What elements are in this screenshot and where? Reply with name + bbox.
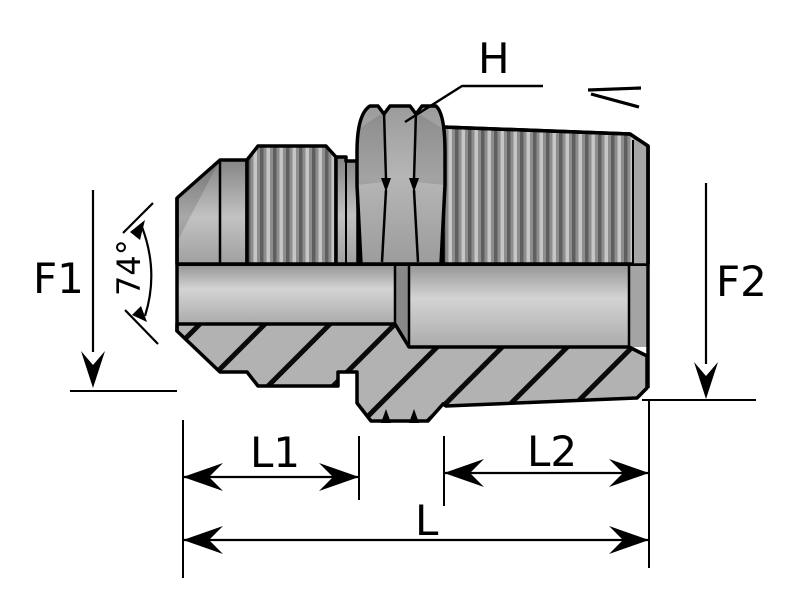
hex-bottom-cusp-right xyxy=(409,409,419,423)
jic-thread xyxy=(245,144,338,266)
bore-section xyxy=(177,266,648,347)
f1-arrowhead xyxy=(81,351,105,388)
taper-symbol-bottom-line xyxy=(590,92,640,109)
hex-label: H xyxy=(478,34,510,83)
hex-corner-edge-left xyxy=(382,110,388,181)
fitting-body xyxy=(175,104,650,267)
hex-lower-edge-left xyxy=(380,189,388,263)
l-arrow-right xyxy=(609,526,649,554)
dimension-l: L xyxy=(183,496,649,554)
f2-arrowhead xyxy=(694,362,718,399)
dimension-l2: L2 xyxy=(443,399,650,568)
l1-arrow-right xyxy=(319,463,359,491)
npt-thread xyxy=(441,125,650,266)
angle-tangent-top xyxy=(122,202,154,234)
hex-right-face-shade xyxy=(416,112,445,185)
angle-arc xyxy=(140,226,153,317)
hex-chamfer-cusp-left xyxy=(381,178,391,192)
npt-thread-end-chamfer xyxy=(633,139,648,264)
hex-corner-edge-right xyxy=(412,110,418,181)
l1-label: L1 xyxy=(250,428,300,477)
l-label: L xyxy=(415,496,439,545)
f1-label: F1 xyxy=(33,254,84,303)
l1-arrow-left xyxy=(183,463,223,491)
l2-label: L2 xyxy=(527,427,577,476)
f2-label: F2 xyxy=(716,257,767,306)
hex-lower-edge-right xyxy=(412,189,420,263)
hex-bottom-cusp-left xyxy=(381,409,391,423)
flare-angle-label: 74° xyxy=(110,239,148,296)
section-hatch-wall xyxy=(175,322,649,423)
dimension-l1: L1 xyxy=(182,420,360,578)
hex-chamfer-cusp-right xyxy=(409,178,419,192)
dimension-f2: F2 xyxy=(642,183,767,401)
l-arrow-left xyxy=(183,526,223,554)
taper-symbol-top-line xyxy=(587,86,642,92)
end-face xyxy=(629,266,648,347)
taper-symbol xyxy=(587,86,642,109)
hatch-section xyxy=(175,146,650,423)
dimension-hex: H xyxy=(404,34,543,124)
angle-tangent-bottom xyxy=(124,309,159,345)
dimension-flare-angle: 74° xyxy=(110,202,159,345)
dimension-f1: F1 xyxy=(33,190,177,392)
hex-nut xyxy=(355,104,447,266)
hex-left-face-shade xyxy=(357,112,384,185)
angle-arrow-bottom xyxy=(132,306,147,322)
angle-arrow-top xyxy=(130,220,145,240)
hex-leader-line xyxy=(404,84,543,124)
bore-small xyxy=(177,266,395,324)
jic-nose-chamfer-shade xyxy=(177,160,220,242)
l2-arrow-right xyxy=(609,459,649,487)
bore-large xyxy=(409,266,629,347)
l2-arrow-left xyxy=(444,459,484,487)
